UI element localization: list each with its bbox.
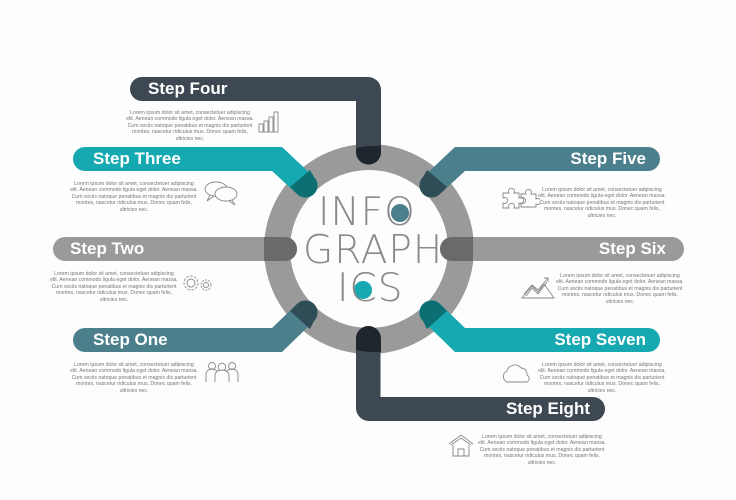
title-line-1: INFO bbox=[318, 190, 416, 235]
mountain-chart-icon bbox=[521, 277, 555, 299]
step-five-description: Lorem ipsum dolor sit amet, consectetuer… bbox=[538, 187, 666, 219]
step-one-connector bbox=[73, 300, 318, 352]
chat-bubbles-icon bbox=[204, 181, 238, 206]
title-line-2: GRAPH bbox=[303, 228, 444, 273]
step-seven-connector bbox=[419, 300, 660, 352]
people-icon bbox=[205, 362, 239, 382]
step-seven-description: Lorem ipsum dolor sit amet, consectetuer… bbox=[538, 362, 666, 394]
puzzle-icon bbox=[502, 187, 540, 209]
step-eight-connector bbox=[356, 326, 605, 421]
title-line-3: ICS bbox=[337, 266, 404, 311]
step-three-label: Step Three bbox=[93, 149, 181, 168]
step-two-description: Lorem ipsum dolor sit amet, consectetuer… bbox=[50, 271, 178, 303]
step-six-label: Step Six bbox=[598, 239, 666, 258]
step-five-connector bbox=[419, 147, 660, 198]
bar-chart-icon bbox=[258, 111, 279, 133]
step-four-label: Step Four bbox=[148, 79, 228, 98]
step-eight-label: Step Eight bbox=[505, 399, 590, 418]
info-o-dot bbox=[391, 204, 409, 222]
step-two-label: Step Two bbox=[70, 239, 145, 258]
step-four-connector bbox=[130, 77, 381, 165]
step-two-connector bbox=[53, 237, 297, 261]
step-five-label: Step Five bbox=[570, 149, 646, 168]
step-three-description: Lorem ipsum dolor sit amet, consectetuer… bbox=[70, 181, 198, 213]
step-seven-label: Step Seven bbox=[554, 330, 646, 349]
cloud-icon bbox=[503, 364, 530, 383]
step-eight-description: Lorem ipsum dolor sit amet, consectetuer… bbox=[478, 434, 606, 466]
house-icon bbox=[448, 434, 474, 457]
step-six-connector bbox=[440, 237, 684, 261]
step-three-connector bbox=[73, 147, 318, 198]
step-one-description: Lorem ipsum dolor sit amet, consectetuer… bbox=[70, 362, 198, 394]
step-one-label: Step One bbox=[93, 330, 168, 349]
step-four-description: Lorem ipsum dolor sit amet, consectetuer… bbox=[126, 110, 254, 142]
ics-c-dot bbox=[354, 281, 372, 299]
step-six-description: Lorem ipsum dolor sit amet, consectetuer… bbox=[556, 273, 684, 305]
gears-icon bbox=[183, 275, 212, 291]
